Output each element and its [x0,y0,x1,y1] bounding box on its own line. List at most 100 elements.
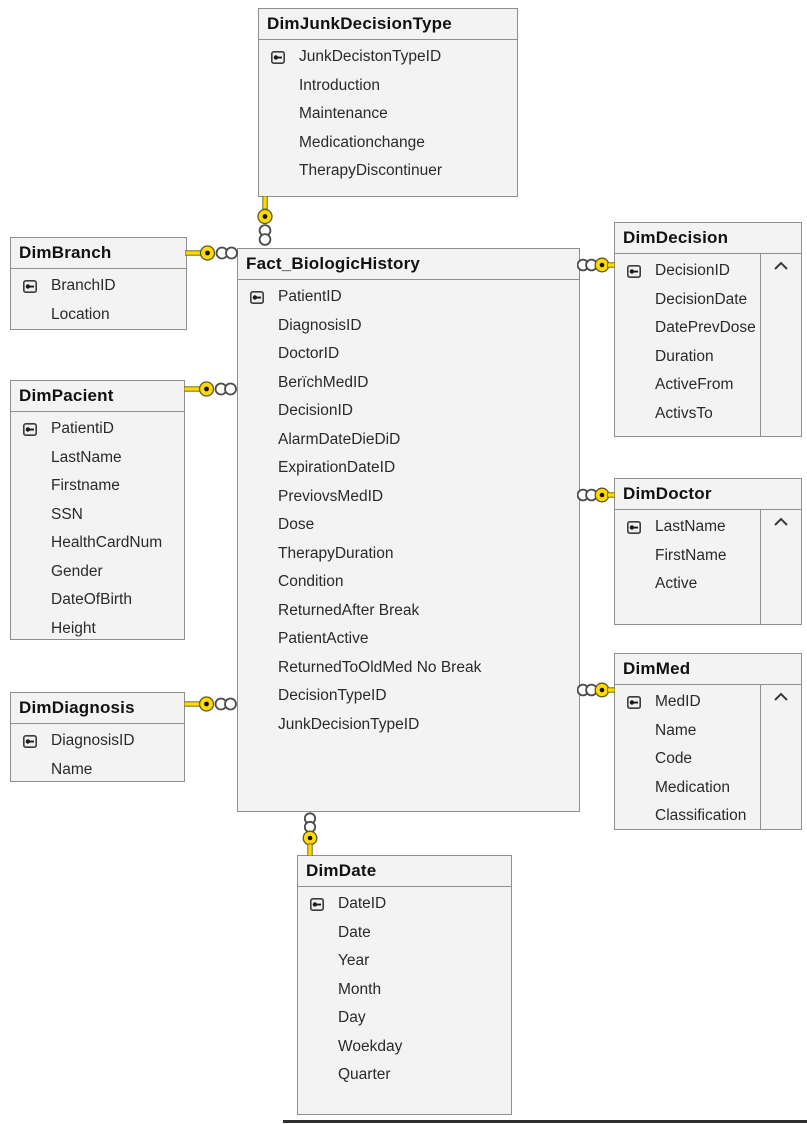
relationship-pacient-to-fact[interactable] [184,378,237,400]
table-header-dimdoctor[interactable]: DimDoctor [615,479,801,510]
field-row[interactable]: DiagnosisID [11,727,184,756]
field-row[interactable]: JunkDecisionTypeID [238,711,579,740]
relationship-junk-to-fact[interactable] [254,196,276,248]
field-name: Name [51,760,93,778]
field-row[interactable]: Name [11,756,184,785]
field-row[interactable]: AlarmDateDieDiD [238,426,579,455]
field-row[interactable]: ReturnedAfter Break [238,597,579,626]
table-scrollbar[interactable] [760,254,801,436]
field-row[interactable]: TherapyDiscontinuer [259,157,517,186]
field-row[interactable]: DateID [298,890,511,919]
field-name: Quarter [338,1066,391,1084]
field-row[interactable]: DecisionID [238,397,579,426]
field-row[interactable]: Maintenance [259,100,517,129]
field-row[interactable]: DecisionDate [615,286,801,315]
field-row[interactable]: Introduction [259,72,517,101]
field-row[interactable]: Month [298,976,511,1005]
chevron-up-icon[interactable] [773,517,789,527]
field-row[interactable]: Name [615,717,801,746]
field-name: PatientiD [51,420,114,438]
field-row[interactable]: Location [11,301,186,330]
field-row[interactable]: ActivsTo [615,400,801,429]
field-row[interactable]: Code [615,745,801,774]
field-name: Year [338,952,370,970]
field-name: ActivsTo [655,404,713,422]
table-header-dimdiagnosis[interactable]: DimDiagnosis [11,693,184,724]
field-row[interactable]: Condition [238,568,579,597]
field-row[interactable]: PatientiD [11,415,184,444]
relationship-fact-to-med[interactable] [577,679,615,701]
field-row[interactable]: Gender [11,558,184,587]
field-row[interactable]: Classification [615,802,801,831]
field-row[interactable]: DatePrevDose [615,314,801,343]
field-row[interactable]: DecisionTypeID [238,682,579,711]
field-row[interactable]: Duration [615,343,801,372]
relationship-diagnosis-to-fact[interactable] [184,693,237,715]
relationship-branch-to-fact[interactable] [185,242,238,264]
field-row[interactable]: LastName [615,513,801,542]
field-row[interactable]: PatientActive [238,625,579,654]
chevron-up-icon[interactable] [773,692,789,702]
field-row[interactable]: DecisionID [615,257,801,286]
field-row[interactable]: Medication [615,774,801,803]
field-row[interactable]: Day [298,1004,511,1033]
field-row[interactable]: ReturnedToOldMed No Break [238,654,579,683]
field-row[interactable]: ExpirationDateID [238,454,579,483]
field-row[interactable]: JunkDecistonTypeID [259,43,517,72]
field-row[interactable]: LastName [11,444,184,473]
table-header-dimbranch[interactable]: DimBranch [11,238,186,269]
table-scrollbar[interactable] [760,685,801,829]
field-row[interactable]: PreviovsMedID [238,483,579,512]
table-header-fact-biologichistory[interactable]: Fact_BiologicHistory [238,249,579,280]
table-header-dimjunkdecisiontype[interactable]: DimJunkDecisionType [259,9,517,40]
field-row[interactable]: Quarter [298,1061,511,1090]
field-row[interactable]: BerïchMedID [238,369,579,398]
field-row[interactable]: FirstName [615,542,801,571]
field-row[interactable]: Date [298,919,511,948]
field-row[interactable]: Active [615,570,801,599]
field-row[interactable]: DoctorID [238,340,579,369]
field-row[interactable]: Firstname [11,472,184,501]
field-row[interactable]: HealthCardNum [11,529,184,558]
field-row[interactable]: Height [11,615,184,644]
relationship-fact-to-date[interactable] [299,812,321,856]
field-row[interactable]: Woekday [298,1033,511,1062]
table-header-dimmed[interactable]: DimMed [615,654,801,685]
field-name: MedID [655,693,701,711]
field-row[interactable]: SSN [11,501,184,530]
relationship-fact-to-doctor[interactable] [577,484,615,506]
field-row[interactable]: MedID [615,688,801,717]
table-title: DimMed [623,659,691,678]
field-row[interactable]: DateOfBirth [11,586,184,615]
field-row[interactable]: TherapyDuration [238,540,579,569]
table-header-dimdecision[interactable]: DimDecision [615,223,801,254]
table-scrollbar[interactable] [760,510,801,624]
relationship-fact-to-decision[interactable] [577,254,615,276]
primary-key-icon [23,734,37,748]
field-name: DatePrevDose [655,319,756,337]
field-row[interactable]: BranchID [11,272,186,301]
table-header-dimpacient[interactable]: DimPacient [11,381,184,412]
field-row[interactable]: Dose [238,511,579,540]
table-dimdiagnosis[interactable]: DimDiagnosis DiagnosisID Name [10,692,185,782]
field-row[interactable]: Medicationchange [259,129,517,158]
field-name: Date [338,923,371,941]
field-name: DecisionID [655,262,730,280]
field-row[interactable]: Year [298,947,511,976]
chevron-up-icon[interactable] [773,261,789,271]
field-row[interactable]: PatientID [238,283,579,312]
table-header-dimdate[interactable]: DimDate [298,856,511,887]
field-row[interactable]: ActiveFrom [615,371,801,400]
field-row[interactable]: DiagnosisID [238,312,579,341]
field-name: DoctorID [278,345,340,363]
